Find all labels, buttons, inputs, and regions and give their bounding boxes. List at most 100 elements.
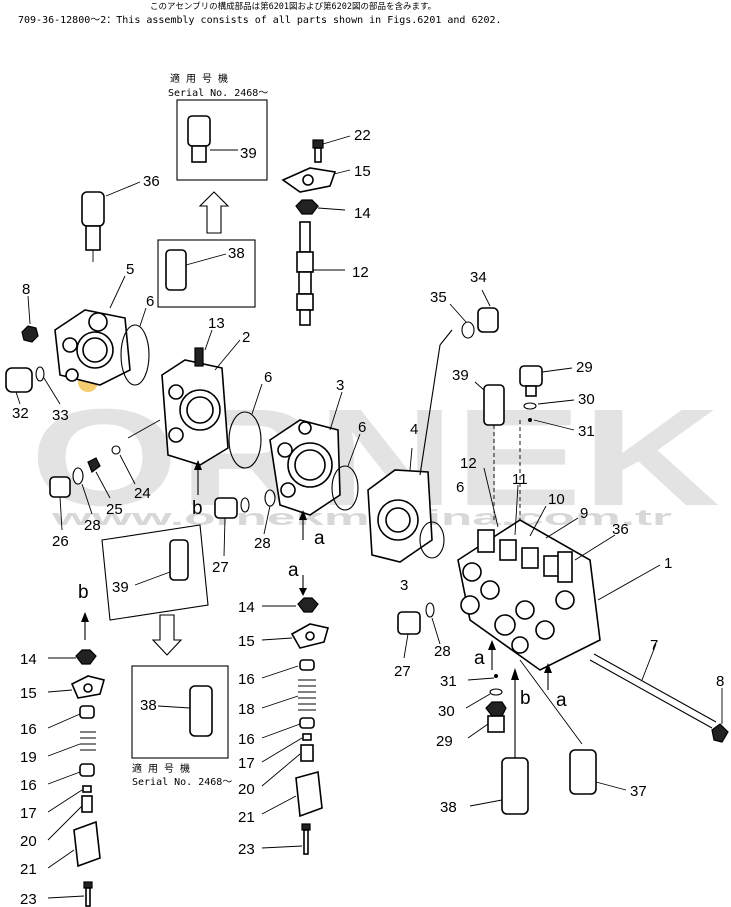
callout-39: 39 [452, 367, 469, 384]
middle-column-parts [261, 575, 330, 855]
part-22-bolt-top [312, 135, 351, 163]
part-36-left [81, 181, 141, 262]
arrow-b-part2 [194, 460, 202, 495]
callout-9: 9 [580, 505, 588, 522]
part-39-right [474, 381, 505, 520]
callout-20: 20 [238, 781, 255, 798]
parts-24-28-group [49, 419, 161, 531]
letter-a: a [314, 528, 325, 549]
callout-4: 4 [410, 421, 418, 438]
callout-14: 14 [354, 205, 371, 222]
part-32-plug [5, 367, 33, 405]
callout-21: 21 [238, 809, 255, 826]
o-ring-6-far-right [419, 521, 445, 559]
part-12-spool-middle [296, 221, 345, 326]
callout-35: 35 [430, 289, 447, 306]
header-japanese-note: このアセンブリの構成部品は第6201図および第6202図の部品を含みます。 [150, 2, 437, 12]
callout-15: 15 [20, 685, 37, 702]
callout-8: 8 [22, 281, 30, 298]
part-4-cover [367, 329, 453, 563]
callout-6: 6 [456, 479, 464, 496]
flow-letters: a a a a b b b [78, 498, 567, 711]
callout-39: 39 [240, 145, 257, 162]
part-3-valve-body-middle [269, 391, 343, 516]
callout-16: 16 [238, 731, 255, 748]
watermark-url: www.ornekmakina.com.tr [50, 505, 673, 530]
callout-32: 32 [12, 405, 29, 422]
callout-30: 30 [578, 391, 595, 408]
callout-6: 6 [264, 369, 272, 386]
callout-22: 22 [354, 127, 371, 144]
callout-38: 38 [440, 799, 457, 816]
serial-box-top: 適 用 号 機 Serial No. 2468～ [168, 72, 268, 181]
o-ring-33 [35, 366, 45, 382]
part-39-box-left [101, 524, 209, 621]
callout-16: 16 [20, 777, 37, 794]
part-27-middle [214, 489, 276, 557]
parts-29-31-right [519, 365, 575, 431]
callout-21: 21 [20, 861, 37, 878]
serial-box-bottom: 適 用 号 機 Serial No. 2468～ [131, 665, 232, 788]
part-7-tie-bolt [589, 643, 729, 743]
callout-27: 27 [394, 663, 411, 680]
letter-b: b [192, 498, 203, 519]
callout-10: 10 [548, 491, 565, 508]
callout-23: 23 [20, 891, 37, 907]
o-ring-6-left [120, 324, 150, 386]
callout-2: 2 [242, 329, 250, 346]
letter-a: a [474, 648, 485, 669]
callout-13: 13 [208, 315, 225, 332]
letter-b: b [520, 688, 531, 709]
callout-17: 17 [20, 805, 37, 822]
callout-16: 16 [238, 671, 255, 688]
callout-14: 14 [238, 599, 255, 616]
serial-box-bottom-jp: 適 用 号 機 [132, 762, 190, 775]
serial-box-top-frame [176, 99, 268, 181]
callout-6: 6 [358, 419, 366, 436]
callout-20: 20 [20, 833, 37, 850]
callout-24: 24 [134, 485, 151, 502]
callout-28: 28 [84, 517, 101, 534]
callout-16: 16 [20, 721, 37, 738]
callout-28: 28 [434, 643, 451, 660]
callout-36: 36 [143, 173, 160, 190]
callout-38: 38 [228, 245, 245, 262]
callout-3: 3 [336, 377, 344, 394]
part-2-valve-body [161, 329, 241, 466]
part-8-nut-left [21, 295, 39, 343]
callout-15: 15 [238, 633, 255, 650]
left-column-parts [47, 612, 105, 907]
callout-5: 5 [126, 261, 134, 278]
part-27-right [397, 602, 441, 659]
part-38-box [157, 239, 256, 308]
serial-box-top-en: Serial No. 2468～ [168, 88, 268, 99]
part-37 [569, 749, 627, 795]
o-ring-6-middle [228, 411, 262, 469]
o-ring-6-right [331, 465, 359, 511]
callout-36: 36 [612, 521, 629, 538]
part-38-right [469, 757, 529, 815]
callout-30: 30 [438, 703, 455, 720]
part-14-nut-top [295, 199, 346, 215]
arrow-a-middle [299, 510, 307, 540]
callout-14: 14 [20, 651, 37, 668]
letter-b: b [78, 582, 89, 603]
callout-7: 7 [650, 637, 658, 654]
serial-box-top-jp: 適 用 号 機 [170, 72, 228, 85]
callout-31: 31 [578, 423, 595, 440]
callout-38: 38 [140, 697, 157, 714]
callout-11: 11 [512, 471, 528, 488]
callout-33: 33 [52, 407, 69, 424]
callout-15: 15 [354, 163, 371, 180]
hollow-arrow-up [198, 191, 230, 234]
callout-27: 27 [212, 559, 229, 576]
callout-28: 28 [254, 535, 271, 552]
part-1-main-valve-assembly [457, 420, 661, 671]
letter-a: a [288, 560, 299, 581]
callout-29: 29 [576, 359, 593, 376]
letter-a: a [556, 690, 567, 711]
header-english-note: 709-36-12800～2：This assembly consists of… [18, 15, 502, 26]
part-5-body [54, 275, 131, 386]
callout-25: 25 [106, 501, 123, 518]
